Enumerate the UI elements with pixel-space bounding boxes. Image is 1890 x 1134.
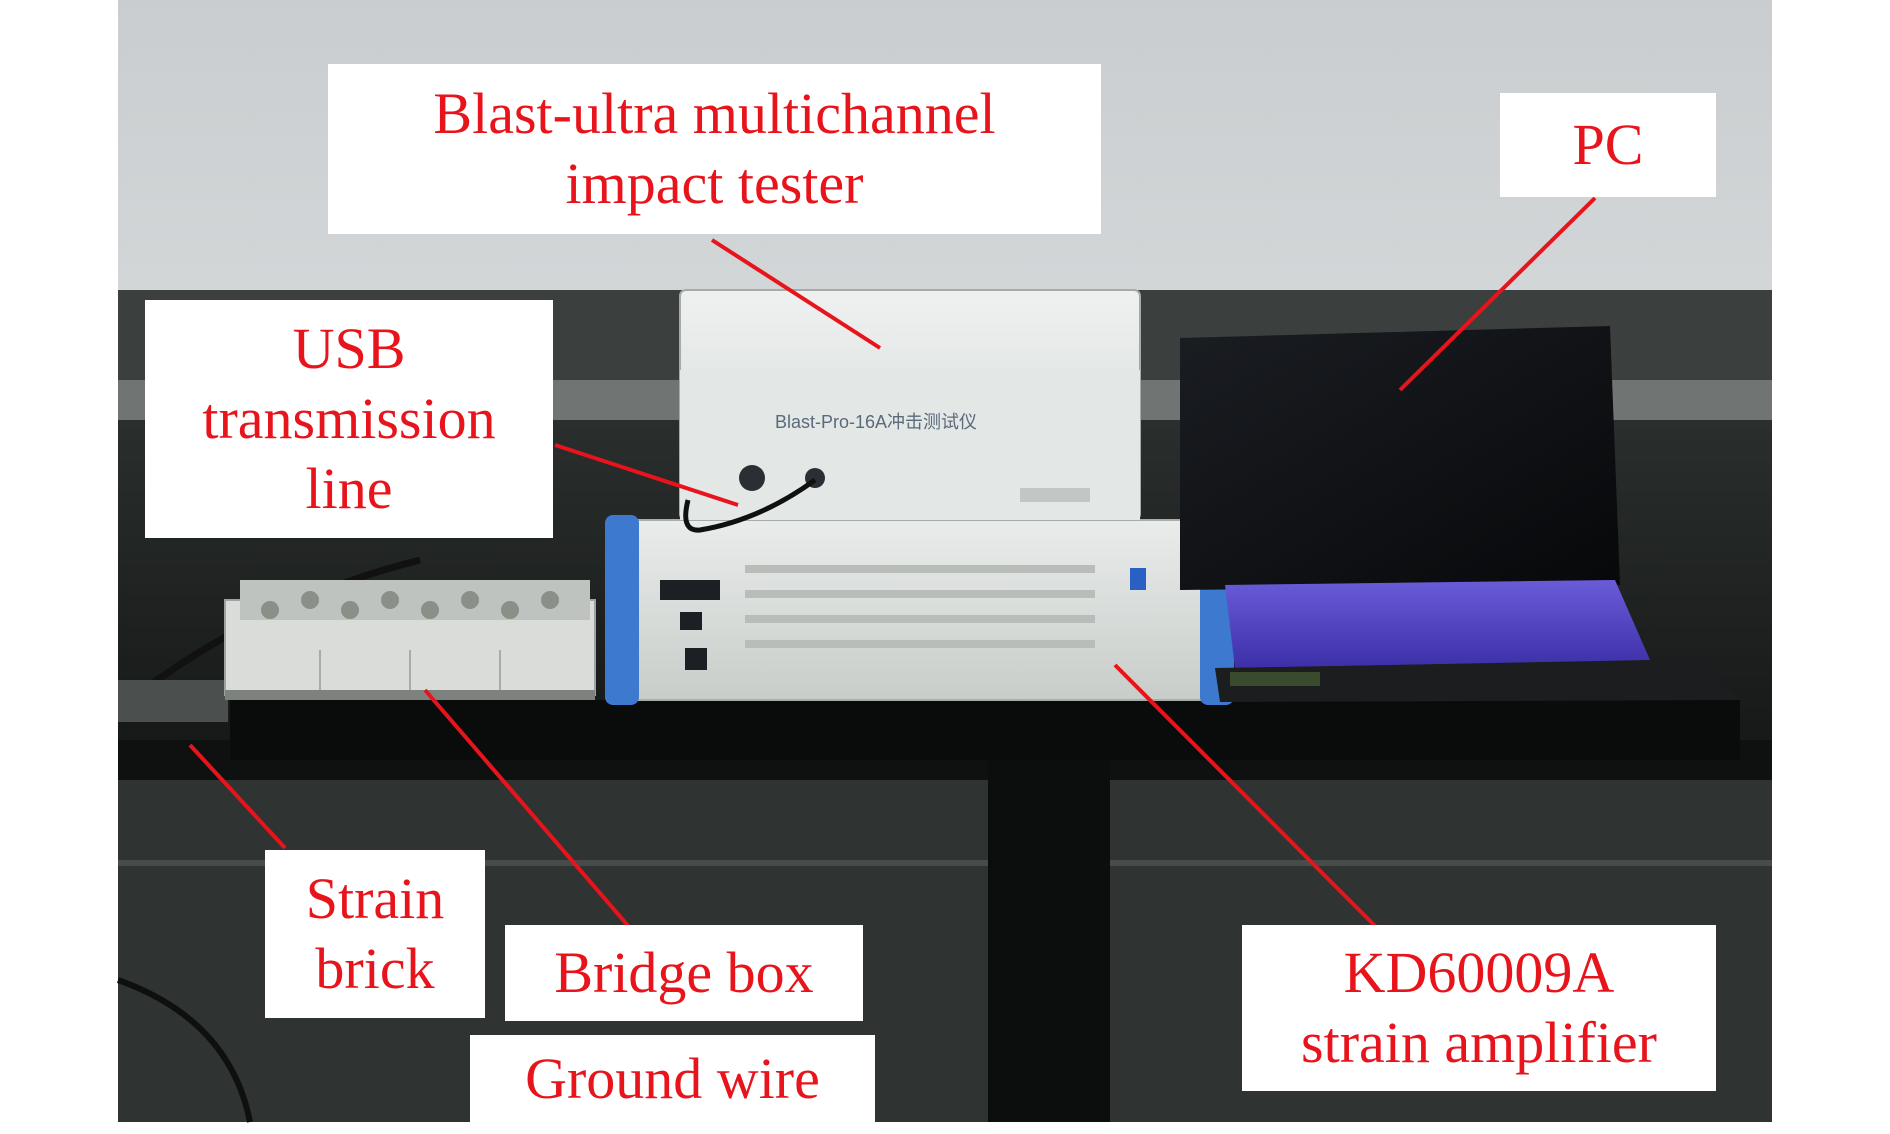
leader-pc bbox=[1398, 196, 1597, 392]
label-usb-line-line2: transmission bbox=[202, 386, 496, 451]
impact-tester-device: Blast-Pro-16A冲击测试仪 bbox=[679, 289, 1141, 521]
label-usb-line: USB transmission line bbox=[145, 300, 553, 538]
label-usb-line-line1: USB bbox=[292, 316, 406, 381]
label-strain-amplifier-line1: KD60009A bbox=[1343, 940, 1615, 1005]
usb-cable bbox=[683, 477, 817, 533]
label-usb-line-line3: line bbox=[305, 456, 393, 521]
label-strain-brick-line2: brick bbox=[315, 936, 435, 1001]
label-pc-line1: PC bbox=[1572, 112, 1644, 177]
equipment-pad bbox=[230, 700, 1740, 760]
label-strain-amplifier-line2: strain amplifier bbox=[1301, 1010, 1657, 1075]
label-bridge-box-line1: Bridge box bbox=[554, 940, 814, 1005]
label-strain-amplifier: KD60009A strain amplifier bbox=[1242, 925, 1716, 1091]
label-bridge-box: Bridge box bbox=[505, 925, 863, 1021]
leader-bridge-box bbox=[423, 688, 632, 930]
leader-usb-line bbox=[554, 443, 739, 507]
label-strain-brick: Strain brick bbox=[265, 850, 485, 1018]
label-impact-tester-line1: Blast-ultra multichannel bbox=[433, 81, 996, 146]
leader-strain-brick bbox=[188, 743, 287, 850]
tester-panel-text: Blast-Pro-16A冲击测试仪 bbox=[775, 412, 977, 432]
label-ground-wire-line1: Ground wire bbox=[525, 1045, 820, 1111]
leader-lines bbox=[188, 196, 1597, 930]
leader-strain-amplifier bbox=[1113, 663, 1377, 928]
label-ground-wire: Ground wire bbox=[470, 1035, 875, 1122]
desk-leg bbox=[988, 760, 1110, 1122]
label-impact-tester-line2: impact tester bbox=[565, 151, 864, 216]
leader-impact-tester bbox=[710, 238, 882, 350]
bridge-box bbox=[224, 580, 596, 700]
label-impact-tester: Blast-ultra multichannel impact tester bbox=[328, 64, 1101, 234]
strain-brick-block bbox=[118, 680, 228, 722]
ground-cable bbox=[116, 977, 253, 1123]
label-strain-brick-line1: Strain bbox=[305, 866, 445, 931]
strain-amplifier-device bbox=[605, 515, 1234, 705]
laptop-pc bbox=[1180, 326, 1740, 702]
label-pc: PC bbox=[1500, 93, 1716, 197]
